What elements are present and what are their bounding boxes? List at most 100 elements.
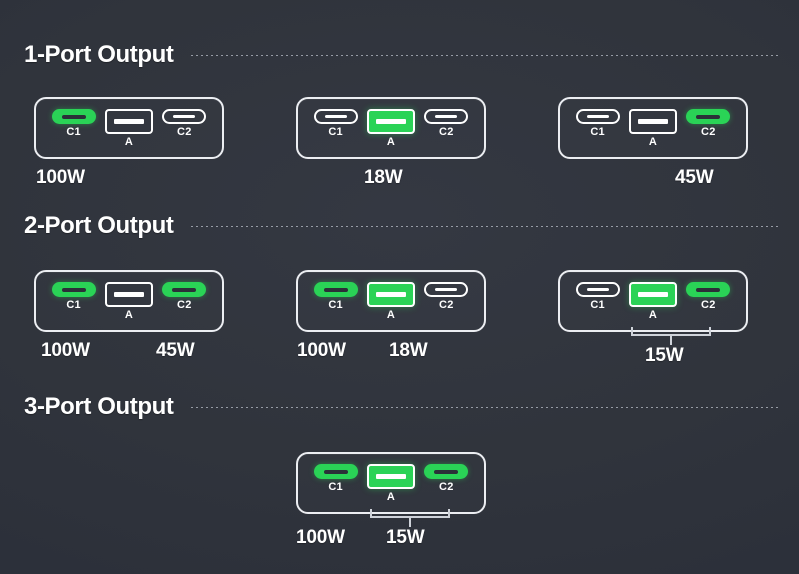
port-label: A [124, 136, 134, 148]
usb-a-icon [104, 282, 153, 307]
port-c2[interactable]: C2 [420, 282, 472, 311]
section-2-port: 2-Port Output [0, 209, 799, 243]
port-c2[interactable]: C2 [682, 282, 734, 311]
usb-a-icon [366, 109, 415, 134]
port-label: C2 [438, 126, 454, 138]
port-c2[interactable]: C2 [158, 282, 210, 311]
port-label: C1 [328, 299, 343, 311]
port-a[interactable]: A [365, 464, 417, 503]
usb-c-icon [313, 282, 358, 297]
usb-c-icon [686, 109, 731, 124]
device-card: C1 A C2 [34, 270, 224, 332]
wattage-label: 45W [156, 340, 195, 361]
usb-c-icon [162, 109, 207, 124]
device-card: C1 A C2 [296, 270, 486, 332]
usb-c-icon [424, 464, 469, 479]
port-a[interactable]: A [365, 109, 417, 148]
device-card: C1 A C2 [296, 452, 486, 514]
usb-c-icon [424, 109, 469, 124]
bracket-stem [670, 336, 672, 345]
section-header: 1-Port Output [0, 38, 799, 72]
dotted-rule [191, 225, 779, 227]
usb-c-icon [313, 109, 358, 124]
wattage-label: 100W [41, 340, 90, 361]
bracket-leg-left [370, 509, 372, 516]
port-c1[interactable]: C1 [48, 282, 100, 311]
bracket-bar [370, 516, 450, 518]
port-c1[interactable]: C1 [310, 109, 362, 138]
section-title: 3-Port Output [24, 393, 174, 420]
section-title: 2-Port Output [24, 212, 174, 239]
port-group: C1 A C2 [560, 282, 746, 321]
wattage-label: 18W [389, 340, 428, 361]
port-c2[interactable]: C2 [682, 109, 734, 138]
port-label: A [124, 309, 134, 321]
port-label: C2 [700, 299, 716, 311]
port-a[interactable]: A [627, 282, 679, 321]
usb-a-icon [366, 464, 415, 489]
section-header: 2-Port Output [0, 209, 799, 243]
port-a[interactable]: A [627, 109, 679, 148]
port-c1[interactable]: C1 [572, 282, 624, 311]
port-label: A [648, 309, 658, 321]
port-c1[interactable]: C1 [310, 464, 362, 493]
device-row-1-port: C1 A C2 100W C1 [0, 97, 799, 197]
port-group: C1 A C2 [560, 109, 746, 148]
usb-c-icon [575, 109, 620, 124]
bracket-leg-left [631, 327, 633, 334]
usb-c-icon [51, 282, 96, 297]
dotted-rule [191, 54, 779, 56]
usb-c-icon [424, 282, 469, 297]
section-title: 1-Port Output [24, 41, 174, 68]
port-label: C2 [438, 299, 454, 311]
bracket-bar [631, 334, 711, 336]
port-label: C2 [700, 126, 716, 138]
port-group: C1 A C2 [298, 109, 484, 148]
device-card: C1 A C2 [34, 97, 224, 159]
usb-c-icon [162, 282, 207, 297]
usb-a-icon [628, 282, 677, 307]
port-label: C1 [328, 481, 343, 493]
usb-a-icon [104, 109, 153, 134]
section-1-port: 1-Port Output [0, 38, 799, 72]
port-c1[interactable]: C1 [310, 282, 362, 311]
device-card: C1 A C2 [558, 97, 748, 159]
port-a[interactable]: A [365, 282, 417, 321]
section-3-port: 3-Port Output [0, 390, 799, 424]
port-c2[interactable]: C2 [420, 464, 472, 493]
usb-a-icon [366, 282, 415, 307]
device-row-2-port: C1 A C2 100W 45W C1 [0, 270, 799, 380]
usb-c-icon [313, 464, 358, 479]
wattage-label: 100W [297, 340, 346, 361]
port-label: C1 [590, 299, 605, 311]
port-label: A [386, 309, 396, 321]
port-label: C1 [66, 299, 81, 311]
port-label: C1 [590, 126, 605, 138]
port-a[interactable]: A [103, 282, 155, 321]
port-label: A [648, 136, 658, 148]
port-group: C1 A C2 [36, 109, 222, 148]
port-label: C2 [176, 126, 192, 138]
wattage-label: 100W [296, 527, 345, 548]
wattage-label: 15W [645, 345, 684, 366]
port-label: C2 [176, 299, 192, 311]
port-label: C2 [438, 481, 454, 493]
bracket-leg-right [448, 509, 450, 516]
port-a[interactable]: A [103, 109, 155, 148]
port-c2[interactable]: C2 [420, 109, 472, 138]
usb-c-icon [575, 282, 620, 297]
usb-c-icon [51, 109, 96, 124]
usb-a-icon [628, 109, 677, 134]
wattage-label: 15W [386, 527, 425, 548]
port-c2[interactable]: C2 [158, 109, 210, 138]
port-label: A [386, 136, 396, 148]
device-row-3-port: C1 A C2 100W 15W [0, 452, 799, 562]
wattage-label: 100W [36, 167, 85, 188]
device-card: C1 A C2 [296, 97, 486, 159]
device-card: C1 A C2 [558, 270, 748, 332]
port-c1[interactable]: C1 [48, 109, 100, 138]
port-group: C1 A C2 [298, 282, 484, 321]
port-c1[interactable]: C1 [572, 109, 624, 138]
bracket-leg-right [709, 327, 711, 334]
